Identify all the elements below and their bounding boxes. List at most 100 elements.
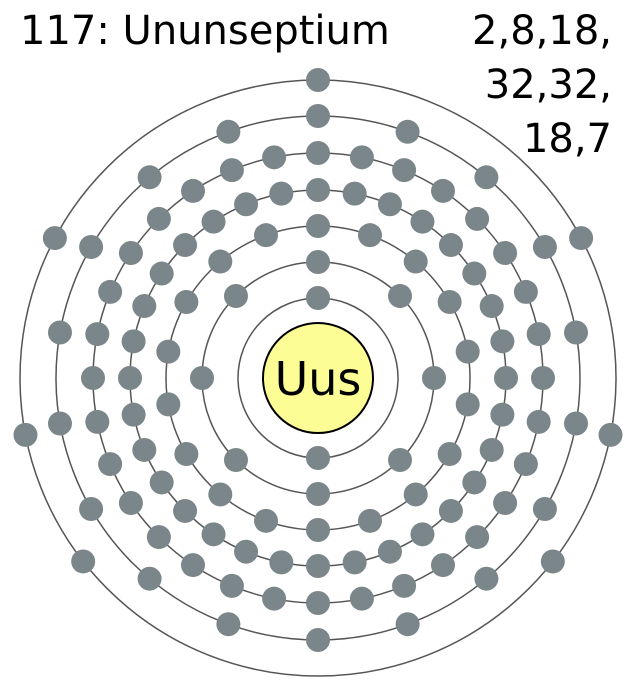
electron-shell-4-14 bbox=[201, 522, 226, 547]
electron-shell-4-32 bbox=[342, 181, 367, 206]
electron-shell-1-2 bbox=[306, 446, 330, 470]
electron-shell-7-6 bbox=[13, 422, 38, 447]
electron-shell-7-3 bbox=[598, 422, 623, 447]
electron-shell-4-29 bbox=[438, 233, 463, 258]
electron-shell-5-32 bbox=[349, 145, 374, 170]
config-line-2: 32,32, bbox=[485, 62, 612, 108]
electron-shell-5-10 bbox=[85, 409, 110, 434]
electron-shell-3-7 bbox=[174, 442, 199, 466]
electron-shell-4-2 bbox=[269, 181, 294, 206]
electron-shell-5-20 bbox=[431, 553, 455, 578]
electron-shell-4-28 bbox=[462, 261, 487, 286]
electron-shell-3-14 bbox=[455, 392, 480, 417]
electron-shell-5-13 bbox=[146, 525, 171, 550]
electron-shell-6-3 bbox=[137, 165, 162, 190]
electron-shell-4-5 bbox=[173, 233, 198, 258]
electron-shell-5-14 bbox=[181, 553, 205, 578]
electron-shell-5-28 bbox=[493, 241, 518, 265]
electron-shell-6-6 bbox=[47, 411, 72, 436]
electron-shell-5-5 bbox=[146, 206, 171, 231]
electron-shell-3-3 bbox=[208, 249, 233, 274]
electron-shell-5-2 bbox=[262, 145, 287, 170]
electron-shell-4-18 bbox=[342, 550, 367, 575]
electron-shell-3-9 bbox=[254, 508, 279, 533]
electron-shell-5-23 bbox=[513, 452, 538, 477]
electron-shell-5-1 bbox=[306, 141, 330, 165]
electron-shell-5-12 bbox=[118, 491, 143, 515]
electron-shell-5-19 bbox=[392, 573, 417, 598]
electron-shell-7-5 bbox=[71, 549, 96, 574]
electron-shell-5-31 bbox=[392, 158, 417, 183]
electron-shell-5-27 bbox=[513, 279, 538, 304]
electron-shell-5-22 bbox=[493, 491, 518, 515]
electron-shell-4-22 bbox=[462, 470, 487, 495]
electron-shell-4-7 bbox=[132, 294, 157, 319]
electron-shell-4-10 bbox=[121, 402, 146, 427]
config-line-1: 2,8,18, bbox=[472, 8, 612, 54]
electron-shell-5-15 bbox=[219, 573, 244, 598]
electron-shell-2-8 bbox=[388, 283, 413, 308]
electron-shell-4-19 bbox=[377, 539, 402, 564]
electron-shell-3-18 bbox=[357, 223, 382, 248]
electron-shell-4-30 bbox=[410, 209, 435, 234]
electron-shell-6-1 bbox=[306, 104, 330, 128]
electron-shell-4-27 bbox=[479, 294, 504, 319]
electron-shell-3-15 bbox=[455, 339, 480, 364]
electron-shell-3-11 bbox=[357, 508, 382, 533]
electron-shell-4-21 bbox=[438, 498, 463, 523]
electron-shell-5-16 bbox=[262, 586, 287, 611]
electron-shell-4-12 bbox=[149, 470, 174, 495]
electron-shell-7-2 bbox=[569, 226, 594, 251]
electron-shell-6-12 bbox=[474, 566, 499, 591]
electron-shell-4-17 bbox=[306, 554, 330, 578]
electron-shell-5-24 bbox=[526, 409, 551, 434]
electron-shell-6-17 bbox=[474, 165, 499, 190]
electron-shell-5-26 bbox=[526, 322, 551, 347]
electron-shell-7-4 bbox=[540, 549, 565, 574]
electron-shell-2-1 bbox=[306, 250, 330, 274]
electron-shell-4-25 bbox=[494, 366, 518, 390]
electron-shell-5-9 bbox=[81, 366, 105, 390]
electron-shell-2-3 bbox=[190, 366, 214, 390]
electron-shell-5-18 bbox=[349, 586, 374, 611]
electron-shell-5-3 bbox=[219, 158, 244, 183]
electrons bbox=[13, 68, 623, 652]
electron-shell-3-4 bbox=[174, 290, 199, 314]
electron-shell-5-8 bbox=[85, 322, 110, 347]
electron-shell-6-4 bbox=[79, 235, 104, 259]
electron-shell-6-14 bbox=[564, 411, 589, 436]
electron-shell-5-6 bbox=[118, 241, 143, 265]
electron-shell-4-15 bbox=[234, 539, 259, 564]
electron-shell-4-9 bbox=[118, 366, 142, 390]
electron-shell-2-7 bbox=[422, 366, 446, 390]
electron-shell-2-2 bbox=[223, 283, 248, 308]
electron-shell-4-6 bbox=[149, 261, 174, 286]
electron-shell-1-1 bbox=[306, 286, 330, 310]
electron-shell-4-20 bbox=[410, 522, 435, 547]
electron-shell-5-7 bbox=[98, 279, 123, 304]
electron-shell-5-17 bbox=[306, 591, 330, 615]
electron-shell-6-9 bbox=[216, 612, 241, 637]
electron-shell-6-2 bbox=[216, 119, 241, 144]
config-line-3: 18,7 bbox=[523, 116, 612, 162]
element-title: 117: Ununseptium bbox=[20, 8, 390, 54]
electron-shell-4-31 bbox=[377, 192, 402, 217]
electron-shell-4-1 bbox=[306, 178, 330, 202]
electron-shell-5-30 bbox=[431, 178, 455, 203]
electron-shell-5-25 bbox=[531, 366, 555, 390]
electron-shell-4-4 bbox=[201, 209, 226, 234]
electron-shell-6-11 bbox=[395, 612, 420, 637]
electron-shell-4-24 bbox=[490, 402, 515, 427]
electron-shell-6-16 bbox=[532, 235, 557, 259]
electron-shell-6-8 bbox=[137, 566, 162, 591]
electron-shell-3-2 bbox=[254, 223, 279, 248]
electron-shell-3-1 bbox=[306, 214, 330, 238]
electron-shell-6-5 bbox=[47, 320, 72, 345]
electron-shell-2-4 bbox=[223, 448, 248, 473]
electron-shell-4-16 bbox=[269, 550, 294, 575]
electron-shell-3-16 bbox=[437, 290, 462, 314]
electron-shell-4-26 bbox=[490, 329, 515, 354]
electron-shell-5-11 bbox=[98, 452, 123, 477]
electron-shell-4-3 bbox=[234, 192, 259, 217]
